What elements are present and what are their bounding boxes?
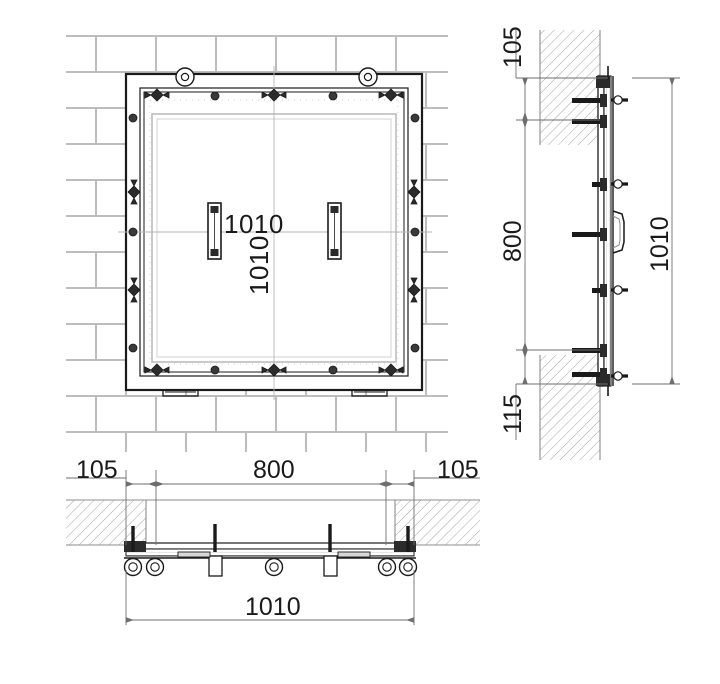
dim-text-bottom-wall: 115 <box>499 394 527 434</box>
stud-bottom <box>611 371 628 381</box>
side-studs <box>607 66 628 396</box>
hinge-pin-5 <box>398 557 418 577</box>
anchor-bolt-2 <box>572 115 607 128</box>
stud-top <box>611 95 628 105</box>
plan-latch-boxes <box>208 555 338 577</box>
plan-right-fixing-plate <box>394 541 416 552</box>
dim-text-overall-height: 1010 <box>646 216 674 272</box>
dim-text-right-margin: 105 <box>437 456 479 484</box>
plan-dimensions <box>66 470 480 625</box>
dim-text-opening-height: 800 <box>499 220 527 262</box>
wall-hatch-top <box>540 30 600 145</box>
panel-handle <box>612 210 625 254</box>
hinge-top-right <box>358 67 378 87</box>
hinge-pin-4 <box>377 557 397 577</box>
bottom-bracket-right <box>351 390 388 397</box>
anchor-bolt-6 <box>572 344 607 357</box>
front-elevation-view: 1010 1010 <box>66 34 448 452</box>
front-width-label: 1010 <box>224 209 284 239</box>
hinge-pin-2 <box>145 557 165 577</box>
hinge-pin-1 <box>123 557 143 577</box>
anchor-bolt-4 <box>572 228 607 241</box>
fastener-dots <box>128 91 420 375</box>
centre-axis-lines <box>118 66 432 400</box>
plan-panel-leaf <box>125 548 415 557</box>
latch-right <box>327 202 342 260</box>
anchor-bolt-5 <box>592 284 607 297</box>
anchor-bolt-3 <box>592 178 607 191</box>
dim-text-overall-width: 1010 <box>245 593 301 621</box>
stud-upper-mid <box>611 179 628 189</box>
plan-frame-profile <box>125 542 415 550</box>
anchor-bolt-1 <box>572 94 607 107</box>
plan-section-view: 105 800 105 1010 <box>66 456 480 625</box>
plan-hinge-pins <box>123 557 418 577</box>
dim-text-left-margin: 105 <box>76 456 118 484</box>
front-height-label: 1010 <box>244 235 274 295</box>
stud-lower-mid <box>611 285 628 295</box>
plan-left-fixing-plate <box>124 541 146 552</box>
plan-small-plates <box>177 551 371 558</box>
side-anchor-bolts <box>572 94 607 381</box>
latch-left <box>207 202 222 260</box>
wall-hatch-bottom <box>540 355 600 460</box>
anchor-markers <box>127 88 421 377</box>
hinge-pin-3 <box>264 557 284 577</box>
side-top-fixing-plate <box>596 76 610 88</box>
plan-studs <box>131 524 410 552</box>
bottom-bracket-left <box>162 390 199 397</box>
anchor-bolt-7 <box>572 368 607 381</box>
side-section-view: 105 800 115 1010 <box>499 26 680 460</box>
dim-text-top-wall: 105 <box>499 26 527 68</box>
hinge-top-left <box>175 67 195 87</box>
side-dimensions <box>515 30 680 440</box>
dim-text-opening-width: 800 <box>253 456 295 484</box>
